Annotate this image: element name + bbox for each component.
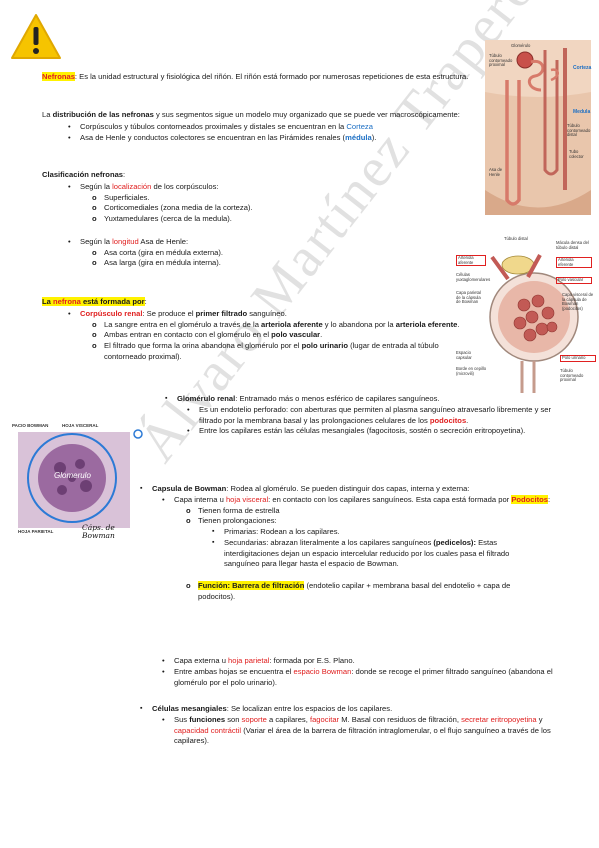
label-proximal-tubule: Túbulo contorneado proximal <box>489 53 513 68</box>
list-item: Asa de Henle y conductos colectores se e… <box>68 133 462 144</box>
list-item: Células mesangiales: Se localizan entre … <box>140 704 572 747</box>
list-item: Entre ambas hojas se encuentra el espaci… <box>162 667 564 689</box>
intro-text: : Es la unidad estructural y fisiológica… <box>74 72 469 81</box>
dist-bold: distribución de las nefronas <box>52 110 154 119</box>
warning-icon <box>11 14 61 59</box>
list-item: Sus funciones son soporte a capilares, f… <box>162 715 564 747</box>
classification-title: Clasificación nefronas <box>42 170 124 179</box>
distribution-section: La distribución de las nefronas y sus se… <box>42 110 462 143</box>
bowman-section: Capsula de Bowman: Rodea al glomérulo. S… <box>140 484 572 603</box>
list-item: Tienen prolongaciones: Primarias: Rodean… <box>186 516 564 570</box>
label-juxtaglomerular-cells: Células yuxtaglomerulares <box>456 272 491 282</box>
glomerulus-section: Glomérulo renal: Entramado más o menos e… <box>165 394 577 437</box>
list-item: Asa corta (gira en médula externa). <box>92 248 462 259</box>
label-distal-tubule: Túbulo contorneado distal <box>567 123 591 138</box>
nephron-kidney-figure: Túbulo contorneado proximal Glomérulo Co… <box>485 40 591 215</box>
list-item: Capsula de Bowman: Rodea al glomérulo. S… <box>140 484 572 603</box>
nephron-term: Nefronas <box>42 72 75 81</box>
list-item: Primarias: Rodean a los capilares. <box>212 527 544 538</box>
dist-pre: La <box>42 110 53 119</box>
list-item: Corticomediales (zona media de la cortez… <box>92 203 462 214</box>
label-macula-densa: Mácula densa del túbulo distal <box>556 240 589 250</box>
list-item: Entre los capilares están las células me… <box>187 426 569 437</box>
label-parietal: HOJA PARIETAL <box>18 529 54 534</box>
classification-section: Clasificación nefronas: Según la localiz… <box>42 170 462 269</box>
list-item: Secundarias: abrazan literalmente a los … <box>212 538 544 570</box>
list-item: Tienen forma de estrella <box>186 506 564 517</box>
list-item: Es un endotelio perforado: con aberturas… <box>187 405 569 427</box>
nephron-illustration <box>485 40 591 215</box>
label-vascular-pole: Polo vascular <box>556 277 592 284</box>
label-urinary-pole: Polo urinario <box>560 355 596 362</box>
corpuscle-illustration <box>489 254 579 393</box>
label-loop-henle: Asa de Henle <box>489 167 503 177</box>
glomerulus-micrograph-figure: PACIO BOWMAN HOJA VISCERAL HOJA PARIETAL… <box>10 420 150 542</box>
label-efferent-arteriole: Arteriola eferente <box>556 257 592 269</box>
formed-section: La nefrona está formada por: Corpúsculo … <box>42 297 462 363</box>
label-cortex: Corteza <box>573 65 592 71</box>
list-item: Superficiales. <box>92 193 462 204</box>
list-item: Yuxtamedulares (cerca de la medula). <box>92 214 462 225</box>
list-item: El filtrado que forma la orina abandona … <box>92 341 464 363</box>
list-item: La sangre entra en el glomérulo a través… <box>92 320 464 331</box>
list-item: Capa interna u hoja visceral: en contact… <box>162 494 564 603</box>
list-item: Glomérulo renal: Entramado más o menos e… <box>165 394 577 437</box>
list-item: Asa larga (gira en médula interna). <box>92 258 462 269</box>
label-glomerulus-micro: Glomerulo <box>54 471 91 480</box>
list-item: Capa externa u hoja parietal: formada po… <box>162 656 564 667</box>
mesangial-section: Células mesangiales: Se localizan entre … <box>140 704 572 747</box>
list-item: Ambas entran en contacto con el glomérul… <box>92 330 464 341</box>
bowman-layers-section: Capa externa u hoja parietal: formada po… <box>162 656 564 689</box>
label-glomerulus: Glomérulo <box>511 43 531 48</box>
list-item: Según la localización de los corpúsculos… <box>68 182 462 225</box>
list-item: Según la longitud Asa de Henle: Asa cort… <box>68 237 462 269</box>
label-brush-border: Borde en cepillo (microvili) <box>456 366 487 376</box>
dist-post: y sus segmentos sigue un modelo muy orga… <box>153 110 460 119</box>
renal-corpuscle-figure: Túbulo distal Mácula densa del túbulo di… <box>452 235 596 395</box>
label-medulla: Medula <box>573 109 591 115</box>
list-item: Corpúsculos y túbulos contorneados proxi… <box>68 122 462 133</box>
label-bowman-space: PACIO BOWMAN <box>12 423 49 428</box>
label-visceral: HOJA VISCERAL <box>62 423 99 428</box>
label-bowman-capsule-handwritten: Cáps. de Bowman <box>82 523 115 541</box>
label-proximal-tubule-2: Túbulo contorneado proximal <box>560 368 584 383</box>
label-collecting-duct: Tubo colector <box>569 149 584 159</box>
list-item: Corpúsculo renal: Se produce el primer f… <box>68 309 464 363</box>
label-visceral-layer: Capa visceral de la cápsula de Bowman (p… <box>562 292 594 311</box>
intro-paragraph: Nefronas: Es la unidad estructural y fis… <box>42 72 482 83</box>
label-distal-tubule-2: Túbulo distal <box>504 236 528 241</box>
label-parietal-layer: Capa parietal de la cápsula de Bowman <box>456 290 481 305</box>
micrograph-illustration <box>18 429 143 528</box>
list-item: Función: Barrera de filtración (endoteli… <box>186 581 548 603</box>
